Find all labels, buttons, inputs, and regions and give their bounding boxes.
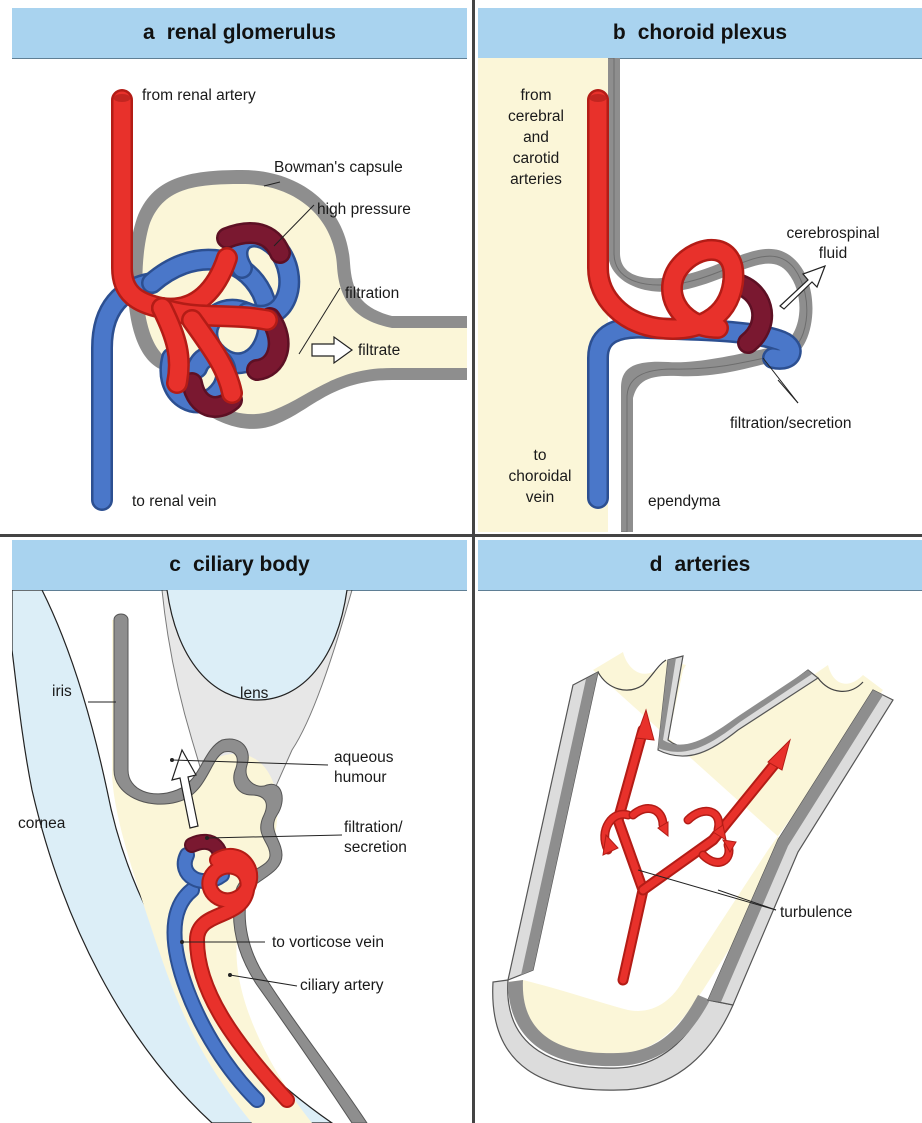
choroid-plexus-illustration: from cerebral and carotid arteries cereb… xyxy=(478,58,922,532)
panel-c-letter: c xyxy=(169,553,181,577)
panel-ciliary-body: c ciliary body xyxy=(12,540,467,1123)
panel-d-title: arteries xyxy=(674,553,750,577)
panel-a-letter: a xyxy=(143,21,155,45)
label-iris: iris xyxy=(52,683,72,700)
label-from-line-5: arteries xyxy=(510,171,562,188)
label-from-line-2: cerebral xyxy=(508,108,564,125)
panel-arteries: d arteries xyxy=(478,540,922,1123)
panel-a-header: a renal glomerulus xyxy=(12,8,467,59)
panel-c-header: c ciliary body xyxy=(12,540,467,591)
panel-choroid-plexus: b choroid plexus from cereb xyxy=(478,8,922,532)
label-ciliary-artery: ciliary artery xyxy=(300,977,384,994)
panel-c-title: ciliary body xyxy=(193,553,310,577)
ciliary-body-illustration: iris lens aqueous humour cornea filtrati… xyxy=(12,590,467,1123)
panel-d-letter: d xyxy=(650,553,663,577)
label-filtration-line-2: secretion xyxy=(344,839,407,856)
label-csf-line-2: fluid xyxy=(819,245,847,262)
frame-divider-horizontal xyxy=(0,534,922,537)
label-turbulence: turbulence xyxy=(780,904,852,921)
label-to-vorticose-vein: to vorticose vein xyxy=(272,934,384,951)
panel-renal-glomerulus: a renal glomerulus xyxy=(12,8,467,532)
label-to-line-2: choroidal xyxy=(509,468,572,485)
panel-b-title: choroid plexus xyxy=(638,21,787,45)
label-filtration-secretion: filtration/secretion xyxy=(730,415,851,432)
label-filtration: filtration xyxy=(345,285,399,302)
label-aqueous-line-1: aqueous xyxy=(334,749,394,766)
label-aqueous-line-2: humour xyxy=(334,769,387,786)
artery-opening xyxy=(114,94,131,102)
renal-glomerulus-illustration: from renal artery Bowman's capsule high … xyxy=(12,58,467,532)
ependyma-wall xyxy=(608,58,812,532)
label-from-line-1: from xyxy=(521,87,552,104)
label-to-renal-vein: to renal vein xyxy=(132,493,216,510)
label-from-renal-artery: from renal artery xyxy=(142,87,256,104)
frame-divider-vertical xyxy=(472,0,475,1123)
label-lens: lens xyxy=(240,685,269,702)
label-to-line-1: to xyxy=(534,447,547,464)
panel-a-title: renal glomerulus xyxy=(167,21,336,45)
label-cornea: cornea xyxy=(18,815,66,832)
label-bowmans-capsule: Bowman's capsule xyxy=(274,159,403,176)
arteries-illustration: turbulence xyxy=(478,590,922,1123)
label-to-line-3: vein xyxy=(526,489,554,506)
panel-b-letter: b xyxy=(613,21,626,45)
label-filtrate: filtrate xyxy=(358,342,400,359)
label-ependyma: ependyma xyxy=(648,493,721,510)
panel-b-header: b choroid plexus xyxy=(478,8,922,59)
label-filtration-line-1: filtration/ xyxy=(344,819,403,836)
label-csf-line-1: cerebrospinal xyxy=(786,225,879,242)
panel-d-header: d arteries xyxy=(478,540,922,591)
label-from-line-3: and xyxy=(523,129,549,146)
label-from-line-4: carotid xyxy=(513,150,560,167)
label-high-pressure: high pressure xyxy=(317,201,411,218)
